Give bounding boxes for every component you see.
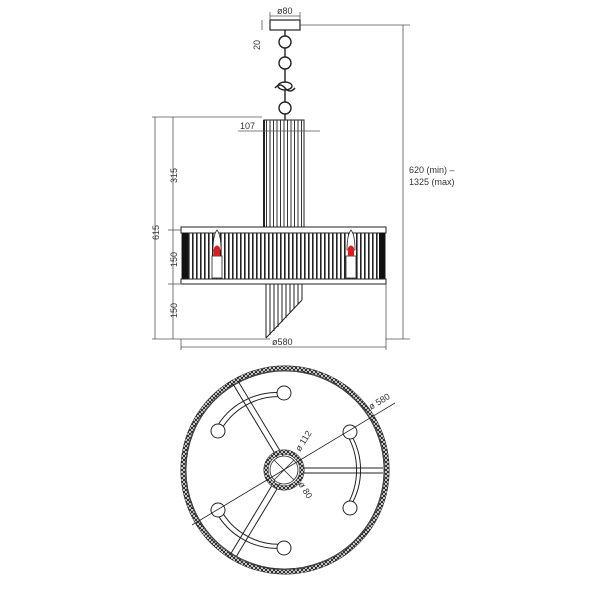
arms	[214, 380, 383, 558]
side-view: ø80 20 107	[151, 6, 455, 350]
overall-width-label: ø580	[272, 337, 293, 347]
top-width-label: 107	[240, 121, 255, 131]
canopy-diameter-label: ø80	[277, 6, 293, 16]
hub-outer-diameter-label: ø 112	[293, 429, 313, 453]
hub-inner-diameter-label: ø 80	[296, 480, 314, 501]
body-height-label: 615	[151, 225, 161, 240]
bulb-left	[211, 229, 223, 279]
canopy-height-label: 20	[252, 40, 262, 50]
bulb-right	[345, 229, 357, 279]
height-dimensions	[152, 116, 270, 340]
lower-tube-cluster	[265, 284, 303, 339]
total-height-label-max: 1325 (max)	[409, 177, 455, 187]
total-height-label-min: 620 (min) –	[409, 165, 455, 175]
canopy	[269, 19, 301, 31]
upper-tube-cluster	[263, 119, 305, 233]
shade-height-label: 150	[169, 252, 179, 267]
lower-height-label: 150	[169, 303, 179, 318]
upper-height-label: 315	[169, 168, 179, 183]
bottom-view: ø 580 ø 112 ø 80	[180, 365, 396, 575]
bulb-sockets	[210, 385, 358, 556]
outer-diameter-label: ø 580	[367, 391, 392, 411]
